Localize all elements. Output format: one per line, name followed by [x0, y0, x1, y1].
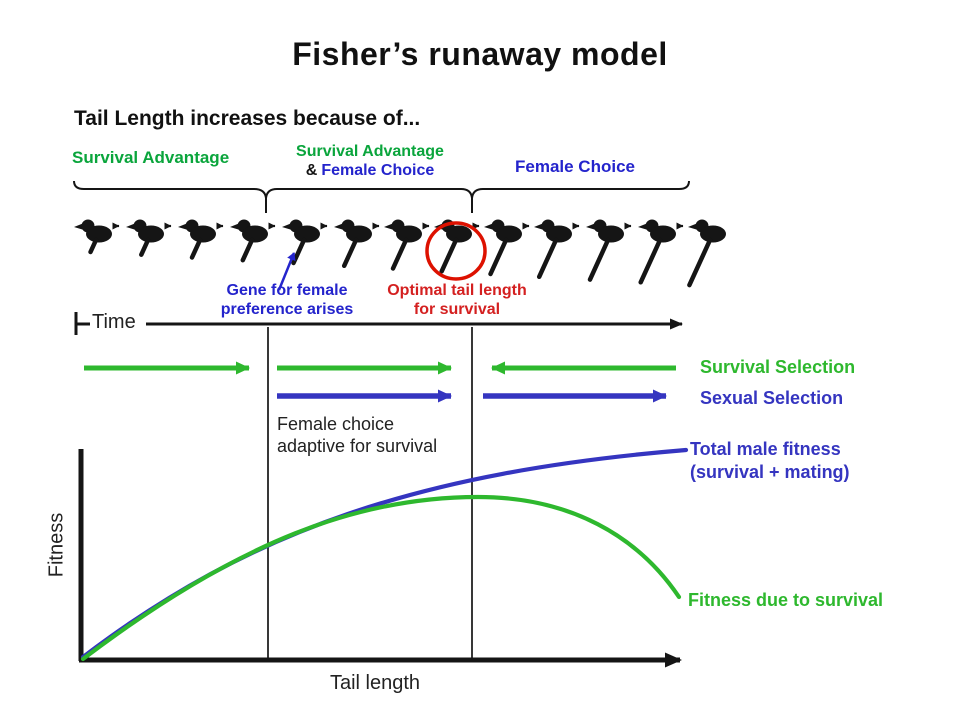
phase2-line1: Survival Advantage [296, 143, 444, 160]
phase3-label: Female Choice [515, 157, 635, 176]
bird-tail [291, 237, 307, 266]
bird-row [74, 219, 726, 288]
survival-fitness-curve [80, 494, 682, 662]
time-axis-label: Time [92, 311, 136, 333]
sexual-selection-label: Sexual Selection [700, 388, 844, 408]
survival-fitness-label: Fitness due to survival [688, 590, 884, 610]
female-choice-note-line2: adaptive for survival [277, 436, 438, 456]
total-fitness-curve [80, 447, 689, 660]
optimal-tail-circle-icon [425, 221, 487, 281]
phase1-label: Survival Advantage [72, 148, 230, 167]
total-fitness-label-line2: (survival + mating) [690, 462, 850, 482]
bird-icon [688, 219, 726, 243]
total-fitness-label: Total male fitness (survival + mating) [690, 438, 850, 484]
phase2-line2: &Female Choice [280, 161, 460, 180]
female-choice-note: Female choice adaptive for survival [277, 413, 437, 457]
fitness-axis-label: Fitness [45, 512, 68, 578]
bird-tail [439, 237, 459, 274]
phase2-ampersand: & [305, 162, 318, 179]
bird-tail [390, 237, 409, 271]
bird-icon [126, 219, 164, 243]
bird-icon [230, 219, 268, 243]
time-axis [74, 312, 683, 335]
female-choice-note-line1: Female choice [277, 414, 395, 434]
bird-tail [587, 237, 611, 282]
tail-length-axis-label: Tail length [329, 672, 421, 694]
bird-icon [334, 219, 372, 243]
total-fitness-label-line1: Total male fitness [690, 439, 841, 459]
optimal-annotation-line2: for survival [413, 301, 501, 318]
bird-tail [687, 237, 713, 288]
bird-tail [536, 237, 559, 280]
phase2-female-choice: Female Choice [321, 162, 435, 179]
bird-tail [638, 237, 663, 285]
bird-tail [189, 237, 203, 260]
fitness-graph-axes [78, 449, 682, 668]
bird-tail [139, 237, 151, 257]
diagram-heading: Tail Length increases because of... [74, 107, 421, 130]
bird-icon [484, 219, 522, 243]
bird-tail [488, 237, 509, 277]
phase2-label: Survival Advantage &Female Choice [280, 142, 460, 180]
bird-icon [638, 219, 676, 243]
slide-title: Fisher’s runaway model [292, 36, 668, 72]
gene-annotation-line1: Gene for female [226, 282, 348, 299]
bird-icon [74, 219, 112, 243]
optimal-annotation-line1: Optimal tail length [387, 282, 527, 299]
bird-icon [178, 219, 216, 243]
phase-brackets [73, 180, 690, 213]
selection-arrows [84, 361, 676, 403]
bracket-phase1 [73, 180, 267, 213]
survival-selection-label: Survival Selection [700, 357, 856, 377]
gene-annotation: Gene for female preference arises [203, 281, 371, 319]
bird-tail [240, 237, 255, 263]
gene-annotation-line2: preference arises [220, 301, 354, 318]
bracket-phase2 [265, 188, 473, 213]
bird-icon [586, 219, 624, 243]
bracket-phase3 [471, 180, 690, 213]
gene-pointer-arrow-icon [277, 252, 296, 291]
bird-icon [282, 219, 320, 243]
optimal-annotation: Optimal tail length for survival [373, 281, 541, 319]
bird-tail [341, 237, 359, 269]
bird-icon [534, 219, 572, 243]
bird-icon [384, 219, 422, 243]
bird-tail [88, 237, 99, 255]
